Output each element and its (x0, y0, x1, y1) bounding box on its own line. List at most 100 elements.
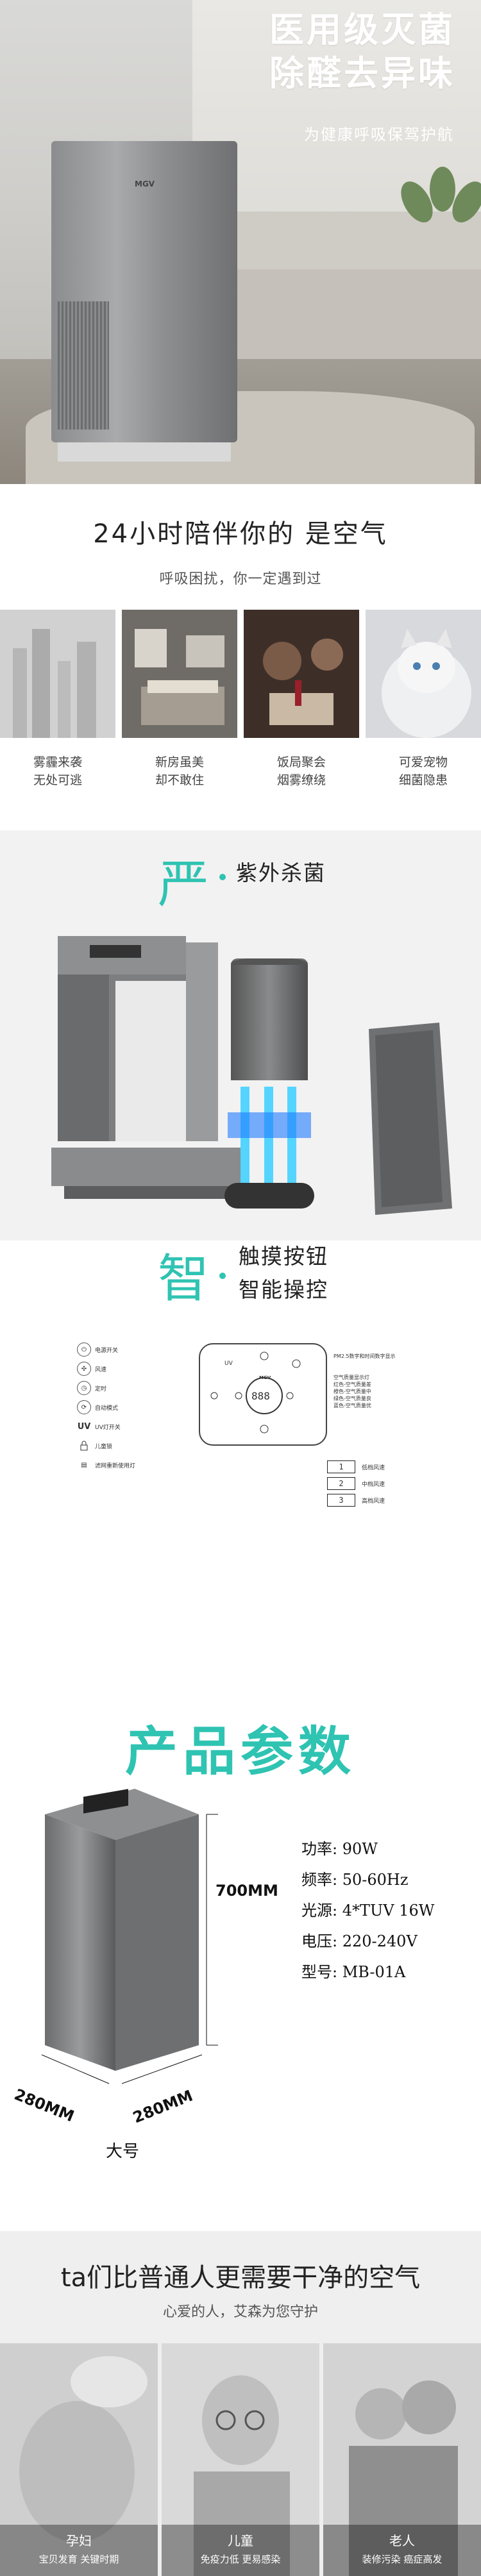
pregnant-woman-card: 孕妇 宝贝发育 关键时期 (0, 2343, 158, 2576)
feature-label-line2: 智能操控 (239, 1277, 328, 1302)
height-dimension: 700MM (215, 1882, 278, 1900)
product-parameters-section: 产品参数 700MM 280MM 280MM 大号 功率: 90W 频率: 50… (0, 1577, 481, 2231)
smart-control-section: 智 触摸按钮 智能操控 ⏻ 电源开关 ✣ 风速 ◷ 定时 ⟳ 自动模式 UV (0, 1241, 481, 1577)
legend-row: ⏻ 电源开关 (77, 1340, 180, 1359)
legend-text: 风速 (95, 1366, 107, 1373)
fan-speed-legend: 1 低档风速 2 中档风速 3 高档风速 (327, 1459, 455, 1509)
mode-icon: ⟳ (77, 1400, 91, 1414)
control-panel-drawing: UV MGV 888 (210, 1351, 301, 1434)
groups-heading: ta们比普通人更需要干净的空气 (60, 2263, 421, 2293)
caption-line2: 无处可逃 (33, 773, 82, 787)
purifier-grille (58, 301, 109, 430)
uv-icon: UV (77, 1421, 91, 1432)
spec-power: 功率: 90W (301, 1840, 378, 1858)
caption-line1: 可爱宠物 (398, 755, 448, 769)
legend-row: ▤ 滤网重新使用灯 (77, 1455, 180, 1475)
width-dimension-left: 280MM (12, 2085, 77, 2126)
hero-banner: MGV 医用级灭菌 除醛去异味 为健康呼吸保驾护航 (0, 0, 481, 484)
pregnant-woman-photo (0, 2343, 158, 2576)
caption-new-house: 新房虽美 却不敢住 (122, 753, 237, 789)
caption-bar (162, 2525, 319, 2576)
legend-row: 儿童锁 (77, 1436, 180, 1455)
caption-line2: 却不敢住 (155, 773, 204, 787)
group-desc: 免疫力低 更易感染 (200, 2554, 281, 2565)
speed-text: 高档风速 (362, 1498, 385, 1505)
panel-display: 888 (251, 1390, 270, 1402)
legend-text: 电源开关 (95, 1347, 119, 1354)
elderly-card: 老人 装修污染 癌症高发 (323, 2343, 481, 2576)
note-q4: 蓝色-空气质量优 (333, 1403, 371, 1409)
speed-digit: 1 (327, 1460, 355, 1473)
fan-icon: ✣ (77, 1362, 91, 1376)
feature-char: 智 (158, 1249, 209, 1309)
note-q2: 橙色-空气质量中 (333, 1389, 371, 1394)
panel-notes: PM2.5数字和时间数字显示 空气质量显示灯 红色-空气质量差 橙色-空气质量中… (333, 1353, 462, 1409)
model-size-label: 大号 (106, 2142, 140, 2161)
plant-decoration (394, 167, 481, 263)
accent-dot (219, 1273, 226, 1279)
note-q1: 红色-空气质量差 (333, 1382, 371, 1387)
caption-pet: 可爱宠物 细菌隐患 (366, 753, 481, 789)
feature-label-line1: 触摸按钮 (239, 1244, 328, 1269)
pet-cat-photo (366, 610, 481, 738)
spec-light-source: 光源: 4*TUV 16W (301, 1902, 435, 1919)
purifier-open-image (51, 936, 244, 1199)
group-photos: 孕妇 宝贝发育 关键时期 儿童 免疫力低 更易感染 (0, 2343, 481, 2576)
legend-row: ⟳ 自动模式 (77, 1398, 180, 1417)
feature-char: 严 (158, 855, 209, 914)
hero-subtitle: 为健康呼吸保驾护航 (304, 126, 454, 144)
note-q3: 绿色-空气质量良 (333, 1396, 371, 1401)
uv-sterilization-section: 严 紫外杀菌 (0, 830, 481, 1241)
side-panel-image (369, 1023, 452, 1215)
legend-row: ◷ 定时 (77, 1378, 180, 1398)
panel-uv-label: UV (224, 1360, 233, 1367)
spec-model: 型号: MB-01A (301, 1963, 406, 1981)
legend-text: 定时 (95, 1385, 107, 1393)
legend-row: ✣ 风速 (77, 1359, 180, 1378)
purifier-dimension-image (41, 1789, 218, 2084)
caption-line1: 饭局聚会 (276, 755, 326, 769)
caption-dinner: 饭局聚会 烟雾缭绕 (244, 753, 359, 789)
smog-city-photo (0, 610, 115, 738)
caption-smog: 雾霾来袭 无处可逃 (0, 753, 115, 789)
legend-text: 滤网重新使用灯 (95, 1462, 136, 1469)
section-heading: 24小时陪伴你的 是空气 (93, 519, 388, 549)
legend-text: UV灯开关 (95, 1424, 121, 1431)
filter-reset-icon: ▤ (81, 1461, 87, 1469)
spec-voltage: 电压: 220-240V (301, 1932, 418, 1950)
speed-digit: 2 (327, 1477, 355, 1490)
group-desc: 宝贝发育 关键时期 (38, 2554, 119, 2565)
child-card: 儿童 免疫力低 更易感染 (162, 2343, 319, 2576)
elderly-photo (323, 2343, 481, 2576)
sensitive-groups-section: ta们比普通人更需要干净的空气 心爱的人，艾森为您守护 孕妇 宝贝发育 关键时期 (0, 2231, 481, 2576)
hero-sofa-seat (192, 269, 481, 359)
speed-text: 低档风速 (362, 1464, 385, 1471)
speed-row: 3 高档风速 (327, 1492, 455, 1509)
timer-icon: ◷ (77, 1381, 91, 1395)
group-title: 老人 (389, 2533, 415, 2548)
group-desc: 装修污染 癌症高发 (362, 2554, 443, 2565)
width-dimension-right: 280MM (130, 2086, 196, 2127)
dinner-party-photo (244, 610, 359, 738)
speed-digit: 3 (327, 1494, 355, 1507)
caption-bar (323, 2525, 481, 2576)
legend-row: UV UV灯开关 (77, 1417, 180, 1436)
caption-line1: 雾霾来袭 (33, 755, 82, 769)
legend-text: 自动模式 (95, 1405, 119, 1412)
control-panel-diagram: UV MGV 888 (199, 1343, 327, 1446)
params-heading: 产品参数 (124, 1721, 356, 1782)
hero-purifier-image: MGV (51, 141, 237, 462)
note-pm25: PM2.5数字和时间数字显示 (333, 1353, 396, 1359)
caption-bar (0, 2525, 158, 2576)
speed-text: 中档风速 (362, 1481, 385, 1488)
groups-subheading: 心爱的人，艾森为您守护 (162, 2304, 318, 2320)
breathing-problems-section: 24小时陪伴你的 是空气 呼吸困扰，你一定遇到过 (0, 484, 481, 830)
note-air-quality: 空气质量显示灯 (333, 1375, 369, 1380)
lock-icon (77, 1439, 91, 1453)
speed-row: 1 低档风速 (327, 1459, 455, 1475)
section-subheading: 呼吸困扰，你一定遇到过 (159, 571, 322, 587)
legend-text: 儿童锁 (95, 1443, 113, 1450)
problem-photo-row (0, 610, 481, 738)
speed-row: 2 中档风速 (327, 1475, 455, 1492)
power-icon: ⏻ (77, 1342, 91, 1357)
